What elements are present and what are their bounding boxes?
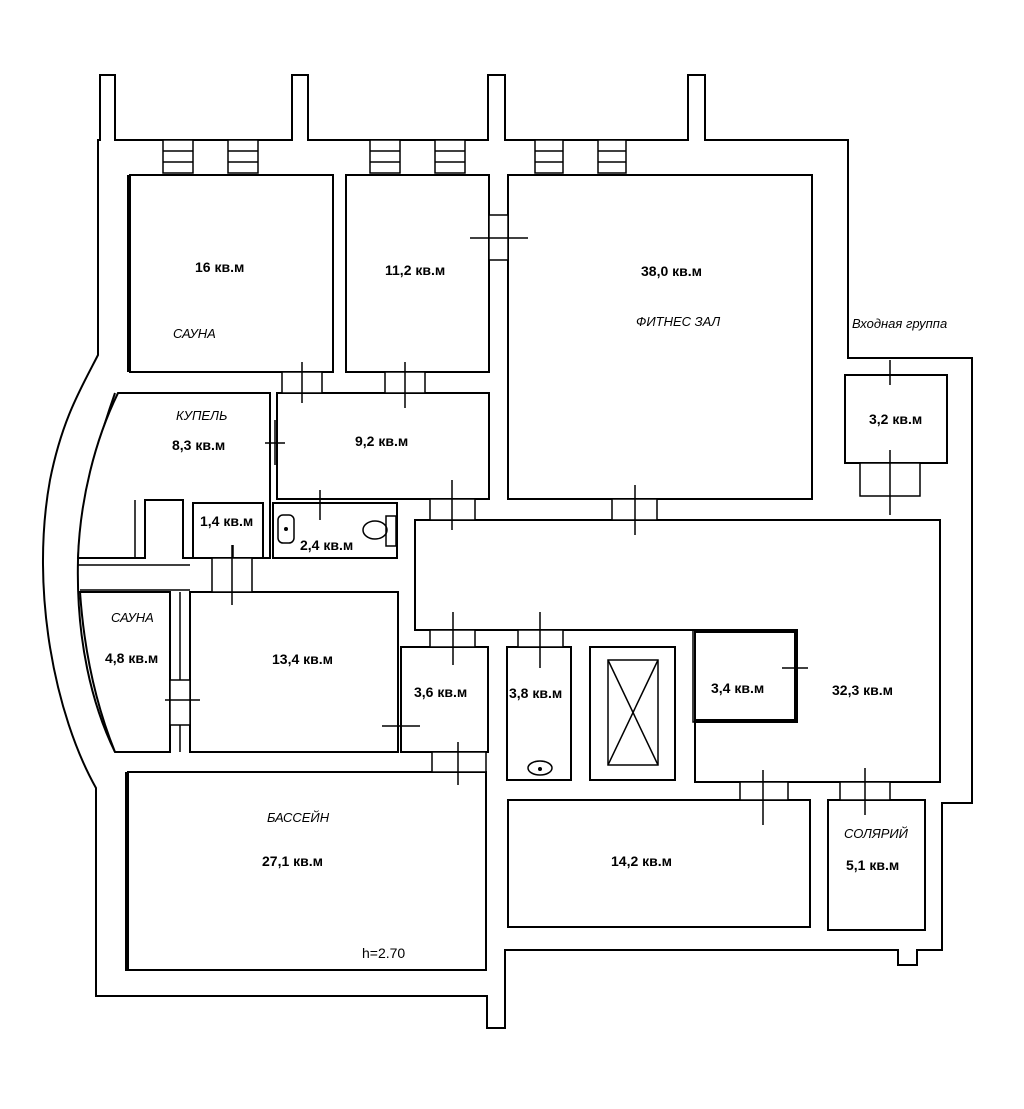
area-14-2: 14,2 кв.м [611,853,672,869]
name-sauna-small: САУНА [111,610,154,625]
area-sauna-big: 16 кв.м [195,259,244,275]
area-13-4: 13,4 кв.м [272,651,333,667]
name-fitness: ФИТНЕС ЗАЛ [636,314,720,329]
area-1-4: 1,4 кв.м [200,513,253,529]
room-pool [127,771,487,971]
room-hall [414,519,941,783]
room-11-2 [345,174,490,373]
area-solarium: 5,1 кв.м [846,857,899,873]
room-sauna-big [129,174,334,373]
area-3-8: 3,8 кв.м [509,685,562,701]
outer-wall [42,74,973,1029]
name-kupel: КУПЕЛЬ [176,408,227,423]
room-9-2 [276,392,490,500]
area-sauna-small: 4,8 кв.м [105,650,158,666]
room-3-8 [506,646,572,781]
ceiling-height: h=2.70 [362,945,405,961]
area-pool: 27,1 кв.м [262,853,323,869]
name-pool: БАССЕЙН [267,809,330,825]
room-13-4 [189,591,399,753]
area-kupel: 8,3 кв.м [172,437,225,453]
area-hall: 32,3 кв.м [832,682,893,698]
area-3-6: 3,6 кв.м [414,684,467,700]
room-solarium [827,799,926,931]
room-1-4 [192,502,264,559]
area-entrance: 3,2 кв.м [869,411,922,427]
area-wc-2-4: 2,4 кв.м [300,537,353,553]
room-fitness [507,174,813,500]
room-3-4 [694,631,796,721]
doors [134,214,921,825]
room-3-6 [400,646,489,753]
name-solarium: СОЛЯРИЙ [844,825,909,841]
name-sauna-big: САУНА [173,326,216,341]
top-windows [162,139,627,174]
room-sauna-small [78,591,171,753]
area-11-2: 11,2 кв.м [385,262,445,278]
fixtures [277,514,553,776]
room-entrance [844,374,948,464]
name-entrance: Входная группа [852,316,947,331]
area-fitness: 38,0 кв.м [641,263,702,279]
area-3-4: 3,4 кв.м [711,680,764,696]
area-9-2: 9,2 кв.м [355,433,408,449]
room-14-2 [507,799,811,928]
